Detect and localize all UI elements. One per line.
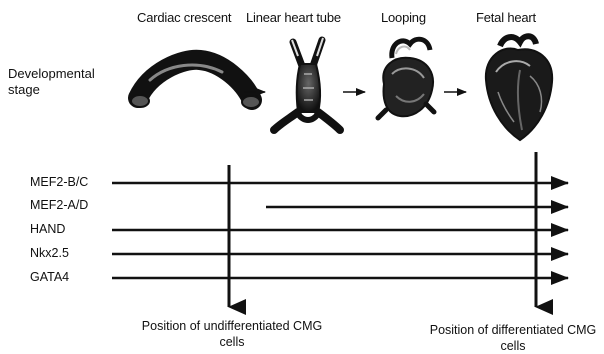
linear-heart-tube-illustration (274, 38, 340, 130)
fetal-heart-illustration (486, 36, 552, 140)
cardiac-crescent-illustration (131, 60, 260, 108)
looping-heart-illustration (378, 39, 434, 118)
